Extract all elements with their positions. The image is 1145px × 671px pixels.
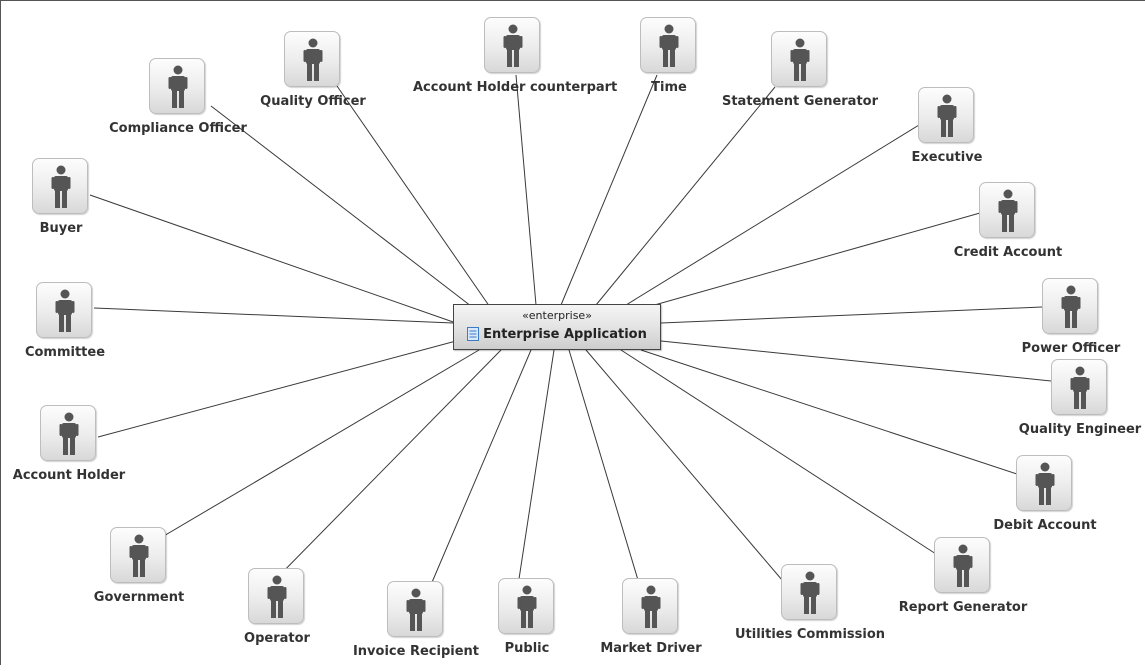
person-icon [781, 564, 837, 620]
actor-government[interactable]: Government [79, 527, 199, 617]
association-line [640, 349, 1018, 475]
center-name: Enterprise Application [483, 327, 647, 342]
actor-label: Buyer [39, 221, 83, 236]
association-line [595, 86, 776, 306]
person-icon [934, 537, 990, 593]
actor-label: Report Generator [898, 600, 1028, 615]
person-icon [32, 158, 88, 214]
actor-compliance-officer[interactable]: Compliance Officer [109, 58, 247, 148]
enterprise-application-node[interactable]: «enterprise» Enterprise Application [453, 304, 661, 350]
actor-label: Account Holder counterpart [413, 80, 618, 95]
actor-quality-officer[interactable]: Quality Officer [253, 31, 373, 121]
actor-debit-account[interactable]: Debit Account [985, 455, 1105, 545]
actor-label: Power Officer [1021, 341, 1121, 356]
association-line [429, 349, 532, 588]
association-line [568, 349, 639, 581]
actor-operator[interactable]: Operator [217, 568, 337, 658]
person-icon [1016, 455, 1072, 511]
person-icon [1051, 359, 1107, 415]
actor-invoice-recipient[interactable]: Invoice Recipient [353, 581, 479, 671]
actor-label: Operator [244, 631, 310, 646]
association-line [560, 74, 658, 306]
actor-label: Committee [24, 345, 106, 360]
actor-label: Credit Account [953, 245, 1063, 260]
person-icon [248, 568, 304, 624]
association-line [270, 349, 502, 585]
actor-label: Quality Officer [260, 94, 366, 109]
person-icon [622, 578, 678, 634]
actor-power-officer[interactable]: Power Officer [1011, 278, 1131, 368]
person-icon [498, 578, 554, 634]
association-line [97, 340, 457, 438]
person-icon [110, 527, 166, 583]
person-icon [387, 581, 443, 637]
actor-time[interactable]: Time [609, 17, 729, 107]
person-icon [918, 87, 974, 143]
actor-label: Government [93, 590, 185, 605]
association-line [650, 212, 981, 307]
stereotype-label: «enterprise» [522, 309, 592, 322]
association-line [93, 307, 454, 324]
actor-account-holder[interactable]: Account Holder [9, 405, 129, 495]
actor-label: Executive [911, 150, 983, 165]
actor-label: Invoice Recipient [352, 644, 480, 659]
association-line [518, 349, 555, 580]
actor-credit-account[interactable]: Credit Account [948, 182, 1068, 272]
actor-account-holder-counterpart[interactable]: Account Holder counterpart [413, 17, 617, 107]
actor-label: Public [504, 641, 550, 656]
actor-label: Statement Generator [721, 94, 879, 109]
actor-utilities-commission[interactable]: Utilities Commission [735, 564, 885, 654]
actor-statement-generator[interactable]: Statement Generator [722, 31, 878, 121]
association-line [620, 349, 937, 555]
actor-report-generator[interactable]: Report Generator [899, 537, 1027, 627]
actor-label: Market Driver [600, 641, 702, 656]
person-icon [284, 31, 340, 87]
association-line [660, 340, 1052, 382]
center-name-row: Enterprise Application [454, 327, 660, 342]
association-line [210, 105, 494, 324]
person-icon [1042, 278, 1098, 334]
person-icon [640, 17, 696, 73]
actor-label: Time [651, 80, 687, 95]
actor-label: Compliance Officer [109, 121, 247, 136]
document-icon [467, 327, 480, 341]
actor-committee[interactable]: Committee [5, 282, 125, 372]
association-line [585, 349, 789, 588]
actor-executive[interactable]: Executive [887, 87, 1007, 177]
association-line [660, 306, 1043, 324]
association-line [139, 349, 480, 551]
actor-buyer[interactable]: Buyer [1, 158, 121, 248]
person-icon [979, 182, 1035, 238]
person-icon [149, 58, 205, 114]
association-line [515, 74, 537, 306]
association-line [336, 85, 502, 324]
actor-quality-engineer[interactable]: Quality Engineer [1019, 359, 1141, 449]
association-line [89, 194, 457, 324]
person-icon [484, 17, 540, 73]
actor-label: Debit Account [993, 518, 1097, 533]
person-icon [771, 31, 827, 87]
actor-label: Account Holder [12, 468, 126, 483]
actor-label: Utilities Commission [734, 627, 886, 642]
person-icon [36, 282, 92, 338]
actor-market-driver[interactable]: Market Driver [591, 578, 711, 668]
person-icon [40, 405, 96, 461]
actor-public[interactable]: Public [467, 578, 587, 668]
association-line [625, 124, 920, 306]
actor-label: Quality Engineer [1018, 422, 1142, 437]
